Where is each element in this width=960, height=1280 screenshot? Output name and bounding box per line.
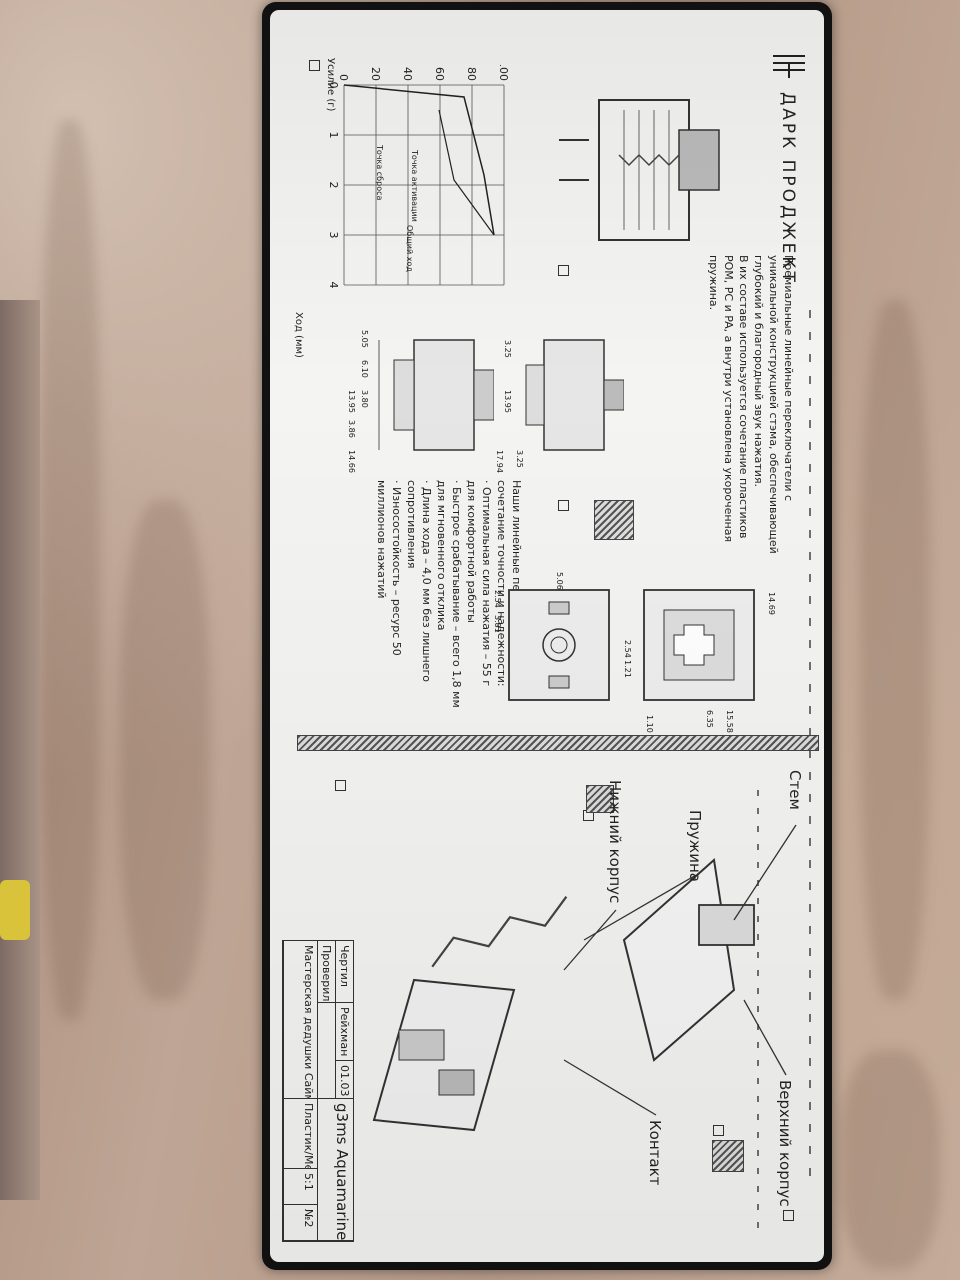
tb-workshop: Мастерская дедушки Саймона — [283, 941, 317, 1099]
graph-x-label: Ход (мм) — [293, 312, 304, 358]
graph-x-tick: 3 — [327, 232, 340, 239]
tb-sheet: №2 — [283, 1205, 317, 1241]
dim-top-5: 1.21 — [623, 660, 632, 678]
dim-front-2: 13.95 — [503, 390, 512, 413]
graph-y-tick: 0 — [337, 74, 350, 81]
dim-front-3: 3.25 — [515, 450, 524, 468]
fabric-fold — [120, 500, 210, 1000]
feature-item: · Износостойкость – ресурс 50 миллионов … — [375, 480, 403, 656]
dim-side-3: 3.80 — [360, 390, 369, 408]
tb-checked-empty — [317, 1003, 335, 1099]
exploded-switch-view — [372, 858, 755, 1132]
brand-logo-icon — [773, 55, 805, 78]
switch-side-view — [378, 339, 494, 451]
graph-x-tick: 0 — [327, 82, 340, 89]
tb-drew-label: Чертил — [335, 941, 353, 1003]
graph-y-tick: 80 — [465, 67, 478, 81]
mid-dash-guide — [757, 790, 759, 1240]
dim-side-7: 17.94 — [495, 450, 504, 473]
switch-front-view — [525, 339, 624, 451]
tb-drew-date: 01.03 — [335, 1061, 353, 1099]
dim-side-1: 5.05 — [360, 330, 369, 348]
fabric-fold — [840, 1050, 940, 1270]
divider-hatch-bar — [297, 735, 819, 751]
blueprint-print: ДАРК ПРОДЖЕКТ Премиальные линейные перек… — [270, 10, 824, 1262]
force-curve-graph: 0 20 40 60 80 100 0 1 2 3 4 — [327, 65, 510, 289]
dim-side-2: 6.10 — [360, 360, 369, 378]
tb-drew-name: Рейхман А. — [335, 1003, 353, 1061]
switch-top-view — [643, 589, 755, 701]
dim-bottom-3: 5.06 — [555, 572, 564, 590]
dim-side-6: 14.66 — [347, 450, 356, 473]
description-paragraph-2: В их составе используется сочетание плас… — [707, 255, 750, 543]
marker-square — [335, 780, 346, 791]
dim-top-2: 15.58 — [725, 710, 734, 733]
dim-front-1: 3.25 — [503, 340, 512, 358]
switch-cross-section — [559, 99, 720, 241]
graph-x-tick: 1 — [327, 132, 340, 139]
tb-product: g3ms Aquamarine — [317, 1099, 353, 1241]
marker-square — [309, 60, 320, 71]
fabric-fold — [860, 300, 930, 1000]
dim-top-1: 14.69 — [767, 592, 776, 615]
fabric-fold — [40, 120, 100, 1020]
feature-item: · Длина хода – 4,0 мм без лишнего сопрот… — [405, 480, 433, 682]
marker-square — [558, 265, 569, 276]
tb-scale: 5:1 — [283, 1169, 317, 1205]
dim-top-6: 1.10 — [645, 715, 654, 733]
dim-top-4: 2.54 — [623, 640, 632, 658]
callout-leader-lines — [563, 824, 797, 1116]
dim-bottom-1: 2.54 — [493, 590, 502, 608]
feature-item: · Оптимальная сила нажатия – 55 г для ко… — [465, 480, 493, 686]
graph-force-curve — [343, 84, 495, 236]
dim-side-5: 3.86 — [347, 420, 356, 438]
drawing-title-block: Чертил Рейхман А. 01.03 g3ms Aquamarine … — [282, 940, 354, 1242]
dim-bottom-2: 3.81 — [493, 615, 502, 633]
couch-edge — [0, 300, 40, 1200]
switch-bottom-view — [508, 589, 610, 701]
annotation-total-travel: Общий ход — [405, 225, 414, 272]
tb-checked-label: Проверил — [317, 941, 335, 1003]
dim-side-4: 13.95 — [347, 390, 356, 413]
annotation-reset: Точка сброса — [375, 145, 384, 201]
description-text: Премиальные линейные переключатели с уни… — [706, 255, 796, 555]
marker-square — [558, 500, 569, 511]
graph-y-tick: 100 — [497, 65, 510, 81]
description-paragraph-1: Премиальные линейные переключатели с уни… — [752, 255, 795, 554]
graph-y-tick: 40 — [401, 67, 414, 81]
graph-x-tick: 4 — [327, 282, 340, 289]
graph-y-tick: 20 — [369, 67, 382, 81]
graph-y-tick: 60 — [433, 67, 446, 81]
yellow-object — [0, 880, 30, 940]
graph-release-curve — [438, 109, 495, 236]
feature-item: · Быстрое срабатывание – всего 1,8 мм дл… — [435, 480, 463, 708]
tb-material: Пластик/Метал — [283, 1099, 317, 1169]
hatch-sample — [594, 500, 634, 540]
dim-top-3: 6.35 — [705, 710, 714, 728]
mousepad-surface: ДАРК ПРОДЖЕКТ Премиальные линейные перек… — [270, 10, 824, 1262]
graph-x-tick: 2 — [327, 182, 340, 189]
annotation-activation: Точка активации — [410, 150, 419, 222]
